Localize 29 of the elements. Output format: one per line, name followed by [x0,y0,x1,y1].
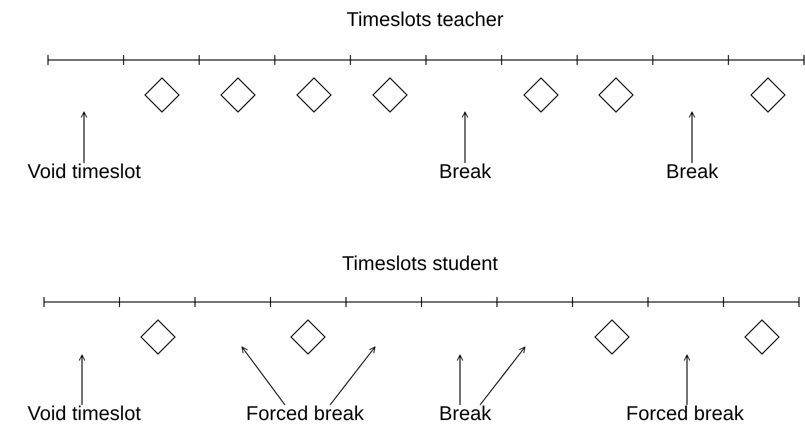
arrow [242,346,286,406]
slot-label: Break [666,160,718,184]
slot-label: Break [439,160,492,184]
slot-label: Forced break [246,402,364,425]
arrow [462,112,468,164]
slot-diamond [220,77,256,113]
slot-label: Forced break [626,402,744,425]
slot-diamond [598,77,634,113]
slot-label: Void timeslot [28,160,141,184]
slot-diamond [744,319,780,355]
slot-diamond [296,77,332,113]
slot-diamond [594,319,630,355]
slot-label: Void timeslot [28,402,141,425]
slot-label: Break [439,402,492,425]
slot-diamond [372,77,408,113]
arrow [684,354,690,406]
arrow [480,346,526,406]
arrow [78,354,86,406]
arrow [80,112,88,164]
slot-diamond [144,77,180,113]
timeline-heading: Timeslots student [342,252,498,276]
slot-diamond [523,77,559,113]
slot-diamond [290,319,326,355]
slot-diamond [750,77,786,113]
arrow [456,354,464,406]
arrow [330,346,376,406]
timeline-heading: Timeslots teacher [346,8,504,32]
arrow [688,112,696,164]
slot-diamond [140,319,176,355]
